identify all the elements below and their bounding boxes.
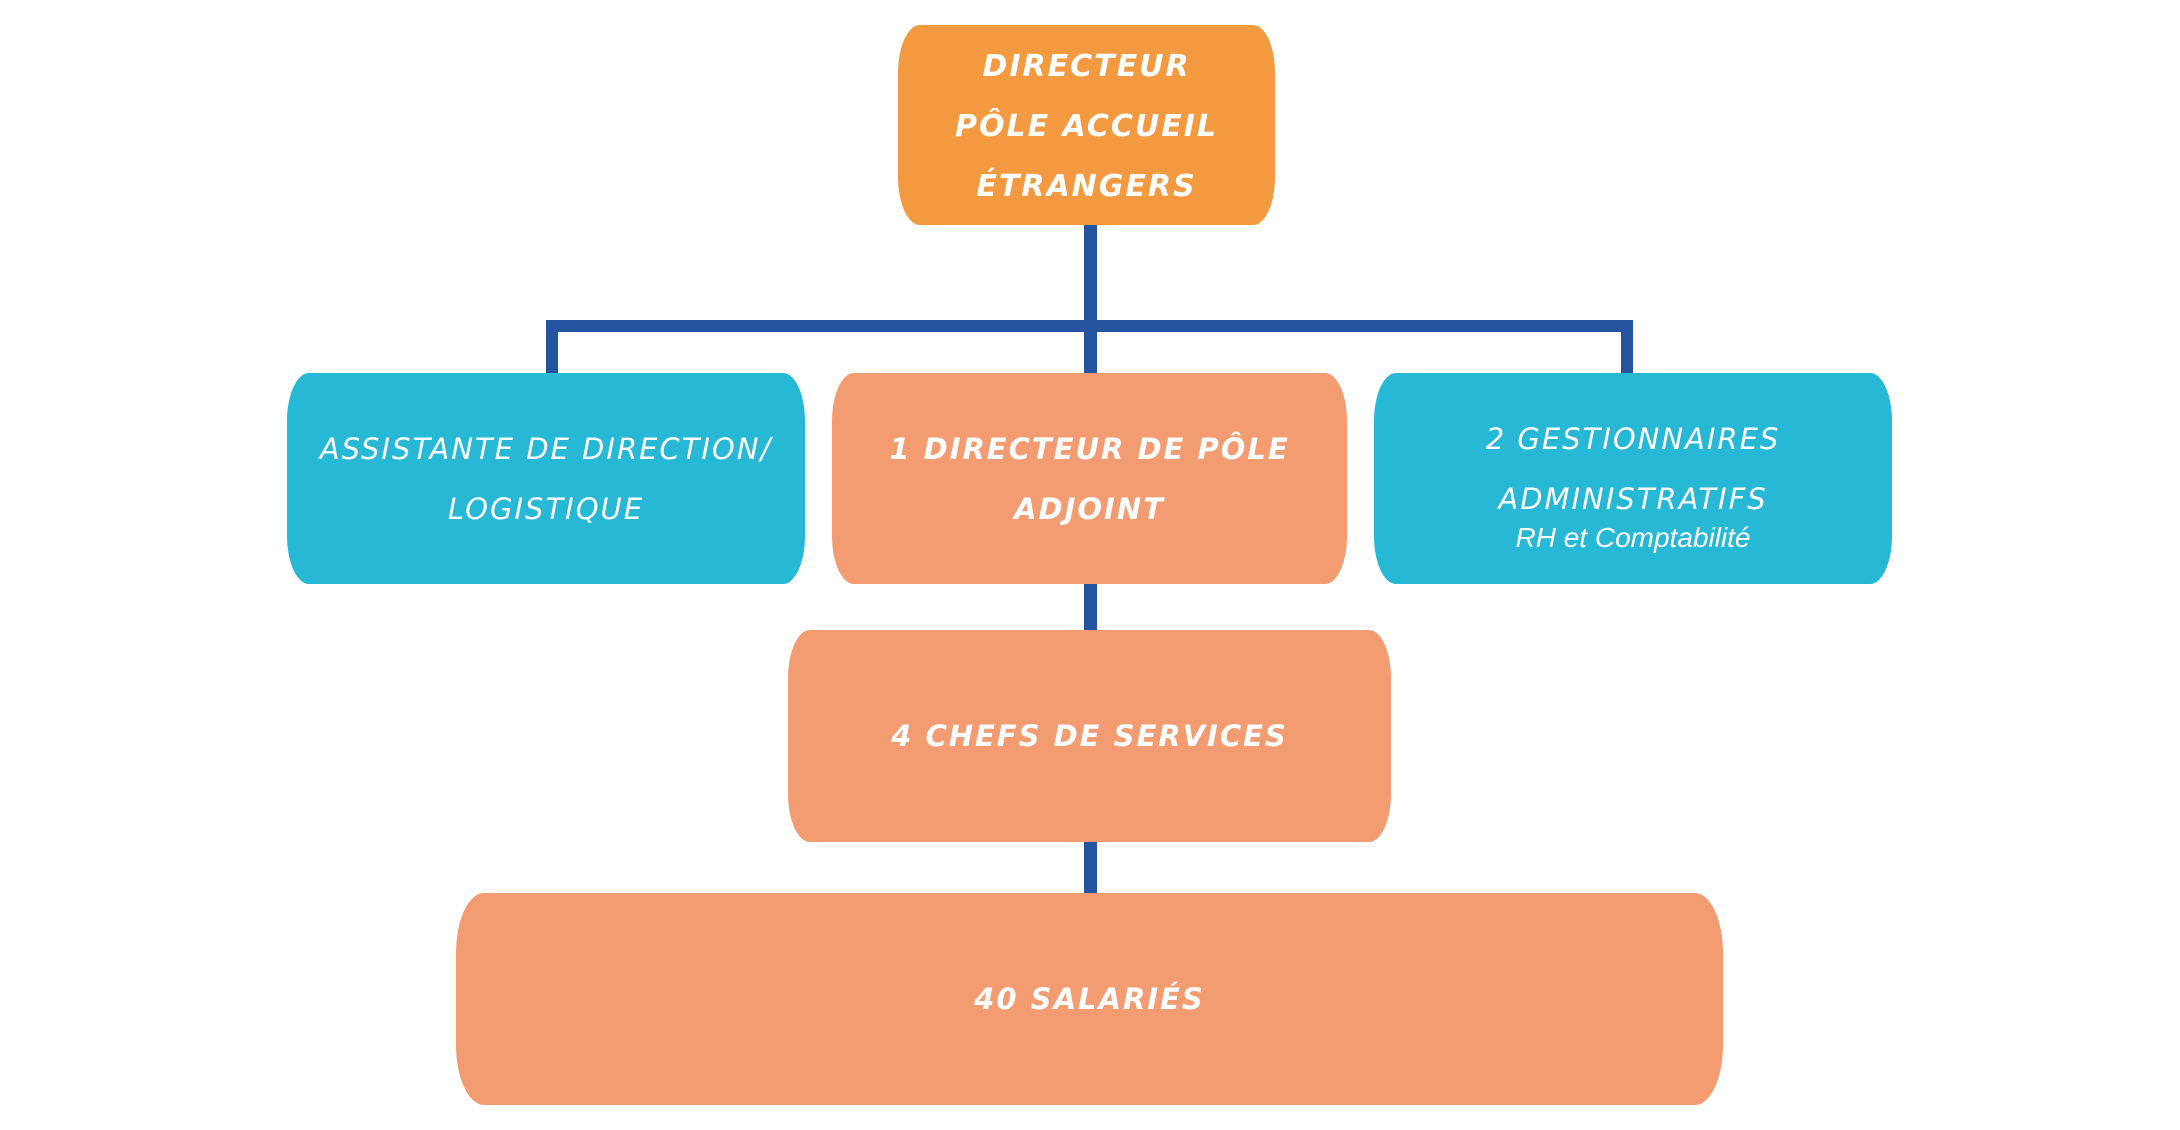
connector-chefs-to-staff	[1084, 842, 1097, 893]
node-deputy-line-1: 1 DIRECTEUR DE PÔLE	[889, 431, 1290, 466]
node-staff-line-1: 40 SALARIÉS	[974, 982, 1205, 1016]
node-admins-line-2: ADMINISTRATIFS	[1498, 481, 1768, 516]
node-assistant-line-1: ASSISTANTE DE DIRECTION/	[319, 431, 773, 466]
node-director-line-1: DIRECTEUR	[982, 49, 1191, 84]
node-administrative-managers: 2 GESTIONNAIRES ADMINISTRATIFS RH et Com…	[1374, 373, 1892, 584]
node-director-line-3: ÉTRANGERS	[976, 169, 1197, 204]
node-service-heads: 4 CHEFS DE SERVICES	[788, 630, 1391, 842]
node-chefs-line-1: 4 CHEFS DE SERVICES	[891, 719, 1288, 753]
node-admins-line-1: 2 GESTIONNAIRES	[1485, 421, 1781, 456]
connector-deputy-to-chefs	[1084, 584, 1097, 630]
node-employees: 40 SALARIÉS	[456, 893, 1723, 1105]
node-director-line-2: PÔLE ACCUEIL	[954, 109, 1218, 144]
connector-director-down	[1084, 225, 1097, 373]
node-assistant-line-2: LOGISTIQUE	[447, 491, 645, 526]
node-deputy-line-2: ADJOINT	[1014, 491, 1165, 526]
node-assistant: ASSISTANTE DE DIRECTION/ LOGISTIQUE	[287, 373, 805, 584]
connector-horizontal-bar	[546, 320, 1633, 332]
node-admins-subtitle: RH et Comptabilité	[1515, 521, 1751, 553]
node-deputy-director: 1 DIRECTEUR DE PÔLE ADJOINT	[832, 373, 1347, 584]
connector-to-assistant	[546, 320, 558, 373]
node-director: DIRECTEUR PÔLE ACCUEIL ÉTRANGERS	[898, 25, 1275, 225]
connector-to-admins	[1621, 320, 1633, 373]
